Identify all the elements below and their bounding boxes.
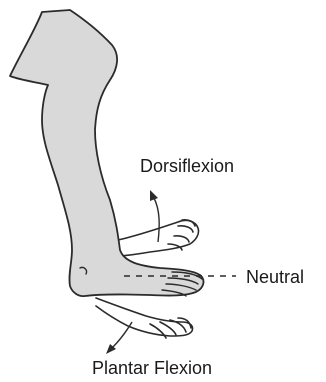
plantar-flexion-label: Plantar Flexion [92,359,212,377]
plantar-flexed-foot [96,298,193,338]
dorsiflexion-label: Dorsiflexion [140,157,234,175]
leg-neutral [10,10,203,296]
neutral-label: Neutral [246,268,304,286]
